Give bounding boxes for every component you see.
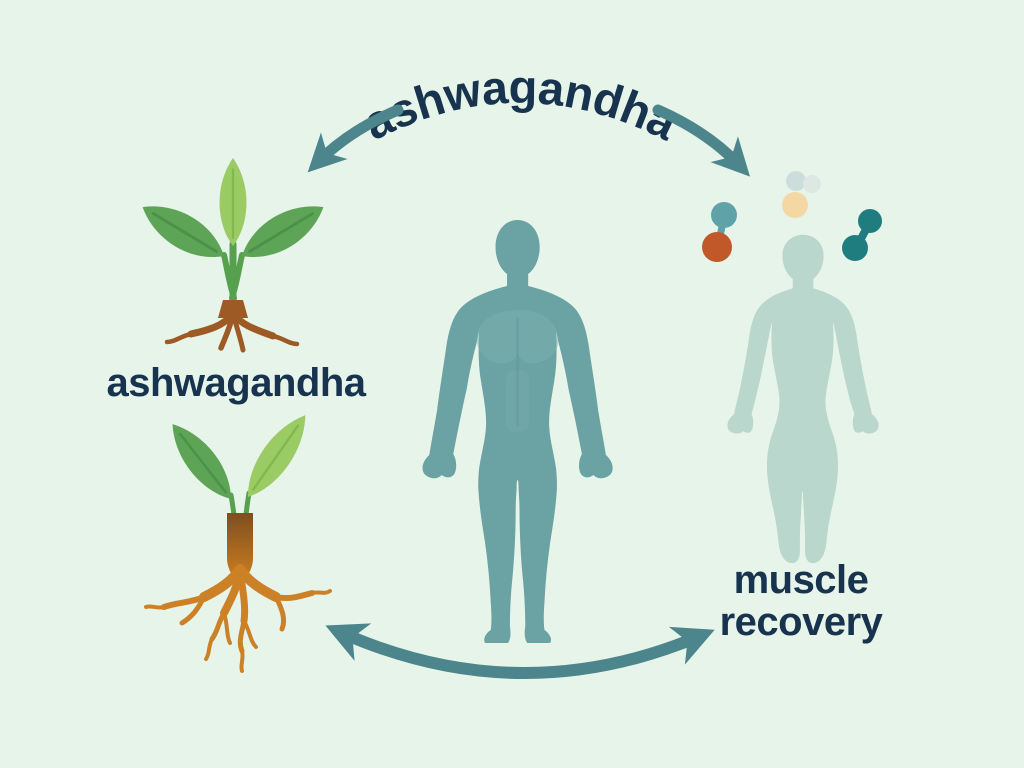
- sprout-leaf-left: [160, 415, 243, 509]
- root-branches: [144, 564, 332, 673]
- molecules-icon: [702, 171, 882, 262]
- human-figure-right-icon: [727, 234, 879, 564]
- leaf-left: [133, 192, 233, 271]
- sprout-leaf-right: [236, 406, 318, 506]
- arrow-title-to-plant: [307, 104, 404, 173]
- title-arc-text: ashwagandha: [355, 60, 686, 151]
- outcome-label-line2: recovery: [720, 600, 884, 644]
- ashwagandha-root-icon: [144, 406, 332, 673]
- molecule-dumbbell-right: [842, 209, 882, 261]
- plant-stems: [221, 240, 245, 304]
- human-figure-center-icon: [422, 220, 613, 643]
- molecule-dumbbell-left: [702, 202, 737, 262]
- leaf-right: [233, 192, 333, 271]
- molecule-cluster-center: [782, 171, 821, 218]
- sprout-stems: [228, 490, 252, 518]
- outcome-label: muscle recovery: [720, 558, 885, 644]
- ashwagandha-plant-icon: [133, 158, 333, 353]
- plant-roots: [164, 300, 300, 353]
- arrow-title-to-body: [652, 104, 751, 177]
- outcome-label-line1: muscle: [734, 558, 869, 602]
- muscle-definition: [476, 310, 559, 432]
- plant-label: ashwagandha: [106, 361, 366, 405]
- taproot-trunk: [227, 513, 253, 573]
- leaf-center: [219, 158, 247, 246]
- arrow-root-to-recovery: [325, 623, 715, 679]
